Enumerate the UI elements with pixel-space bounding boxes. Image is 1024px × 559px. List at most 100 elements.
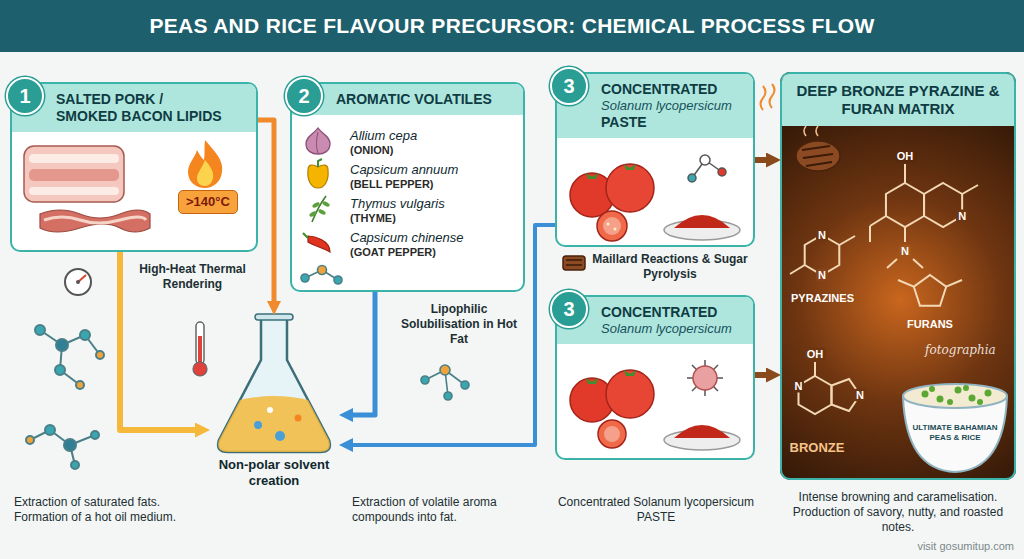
panel-fill — [290, 82, 525, 292]
process-panel: CONCENTRATEDSolanum lycopersicumPASTE3 — [555, 72, 755, 247]
chili-icon — [303, 233, 330, 252]
pork-slab — [24, 146, 124, 202]
paste-dish — [674, 425, 730, 438]
species-name: Capsicum annuum — [350, 162, 463, 177]
step-number-text: 3 — [563, 76, 574, 96]
tomato-icon — [598, 420, 626, 448]
molecule-icon — [45, 425, 55, 435]
watermark: fotographia — [925, 343, 996, 358]
fire-icon — [197, 160, 213, 186]
fire-icon — [188, 140, 222, 188]
thyme-icon — [322, 200, 331, 207]
chemical-structure — [914, 275, 946, 306]
common-name: (BELL PEPPER) — [350, 177, 463, 191]
molecule-icon — [461, 381, 469, 389]
steak-icon — [796, 126, 840, 171]
tomato-icon — [606, 370, 654, 418]
flask-vessel — [295, 415, 302, 422]
molecule-icon — [56, 339, 68, 351]
grill-icon — [563, 256, 585, 270]
panel-heading: AROMATIC VOLATILES — [336, 91, 515, 108]
common-name: (GOAT PEPPER) — [350, 245, 463, 259]
peas-rice-bowl — [963, 385, 969, 391]
vessel-label: Non-polar solvent creation — [209, 457, 339, 488]
species-heading: Solanum lycopersicum — [601, 98, 745, 114]
molecule-icon — [704, 390, 706, 396]
flow-arrow — [258, 120, 274, 301]
panel-heading: DEEP BRONZE PYRAZINE & FURAN MATRIX — [790, 82, 1006, 118]
flask-vessel — [218, 314, 330, 452]
chemical-structure — [869, 226, 871, 242]
molecule-icon — [301, 266, 469, 401]
steam-lines — [761, 86, 766, 110]
process-panel: SALTED PORK / SMOKED BACON LIPIDS1 >140°C — [10, 82, 258, 252]
chemical-structure — [790, 265, 805, 274]
steak-icon — [804, 126, 806, 136]
atom-label: N — [816, 229, 828, 242]
pork-slab — [24, 146, 124, 202]
panel-fill — [10, 82, 258, 252]
tomato-icon — [606, 164, 654, 212]
panel-fill — [555, 295, 755, 460]
caption-note: Extraction of volatile aroma compounds i… — [352, 495, 547, 525]
chemical-structure — [870, 216, 886, 226]
chemical-structure — [887, 259, 897, 268]
pork-slab — [29, 169, 119, 181]
molecule-icon — [35, 325, 45, 335]
species-name: Allium cepa — [350, 128, 463, 143]
molecule-icon — [26, 325, 104, 469]
ingredient-list: Allium cepa(ONION) Capsicum annuum(BELL P… — [350, 128, 463, 264]
thyme-icon — [318, 208, 327, 215]
molecule-icon — [704, 360, 706, 366]
molecule-icon — [693, 366, 717, 390]
gauge-icon — [65, 269, 91, 295]
molecule-icon — [26, 436, 34, 444]
flask-vessel — [254, 421, 262, 429]
tomato-icon — [607, 223, 610, 226]
panel-heading: PASTE — [601, 114, 745, 131]
flask-vessel — [255, 314, 293, 320]
onion-icon — [306, 128, 330, 154]
grill-icon — [563, 256, 585, 270]
chemical-structure — [814, 362, 816, 376]
chemical-structure — [839, 236, 855, 245]
panel-fill — [10, 72, 1016, 480]
molecule-icon — [717, 377, 723, 379]
panel-fill — [555, 72, 755, 247]
bell-pepper-icon — [308, 159, 328, 188]
page-title: PEAS AND RICE FLAVOUR PRECURSOR: CHEMICA… — [0, 0, 1024, 52]
peas-rice-bowl — [922, 391, 929, 398]
atom-label: N — [793, 379, 805, 392]
peas-rice-bowl — [985, 390, 992, 397]
molecule-icon — [80, 330, 90, 340]
thyme-icon — [312, 201, 321, 208]
step-note: High-Heat Thermal Rendering — [135, 262, 250, 292]
chili-icon — [303, 233, 308, 238]
atom-label: OH — [805, 348, 826, 361]
flask-vessel — [275, 431, 285, 441]
title-band — [0, 0, 1024, 52]
temperature-text: >140°C — [186, 194, 230, 210]
peas-rice-bowl — [903, 384, 1007, 408]
step-number: 1 — [6, 77, 44, 115]
steak-icon — [806, 162, 832, 166]
peas-rice-bowl — [977, 399, 983, 405]
grill-icon — [566, 259, 582, 261]
common-name: (THYME) — [350, 211, 463, 225]
step-number-text: 1 — [19, 86, 30, 106]
thermometer-icon — [193, 322, 207, 376]
panel-header: SALTED PORK / SMOKED BACON LIPIDS — [12, 84, 256, 132]
peas-rice-bowl — [903, 384, 1007, 472]
common-name: (ONION) — [350, 143, 463, 157]
flow-arrow — [755, 372, 766, 378]
chemical-structure — [904, 164, 906, 183]
process-panel: AROMATIC VOLATILES Allium cepa(ONION) Caps… — [290, 82, 525, 292]
peas-rice-bowl — [969, 395, 976, 402]
steam-lines — [761, 84, 775, 110]
bacon-strip — [44, 217, 146, 223]
flask-vessel — [218, 318, 330, 452]
thyme-icon — [309, 196, 331, 222]
step-note: Lipophilic Solubilisation in Hot Fat — [400, 302, 518, 347]
molecule-icon — [76, 381, 84, 389]
species-heading: Solanum lycopersicum — [601, 321, 745, 337]
